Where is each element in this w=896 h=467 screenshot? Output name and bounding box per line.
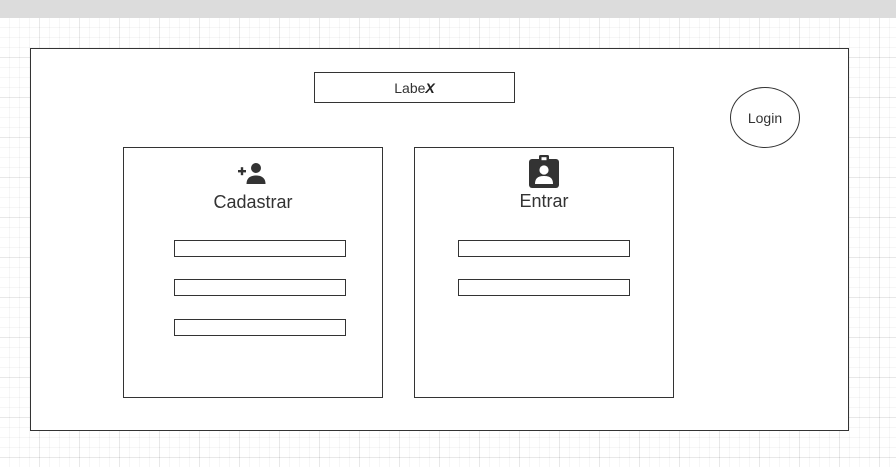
signup-field-1[interactable] <box>174 240 346 257</box>
signup-field-2[interactable] <box>174 279 346 296</box>
signin-field-1[interactable] <box>458 240 630 257</box>
top-toolbar-strip <box>0 0 896 18</box>
signin-field-2[interactable] <box>458 279 630 296</box>
login-button[interactable]: Login <box>730 87 800 148</box>
signin-title: Entrar <box>519 191 569 211</box>
signup-field-3[interactable] <box>174 319 346 336</box>
login-label: Login <box>747 109 783 126</box>
person-add-icon <box>237 161 269 190</box>
badge-icon <box>528 155 560 194</box>
signup-title: Cadastrar <box>213 192 293 212</box>
signup-panel: Cadastrar <box>123 147 383 398</box>
signin-panel: Entrar <box>414 147 674 398</box>
app-title-suffix: X <box>425 79 435 96</box>
app-title-prefix: Labe <box>394 79 426 96</box>
